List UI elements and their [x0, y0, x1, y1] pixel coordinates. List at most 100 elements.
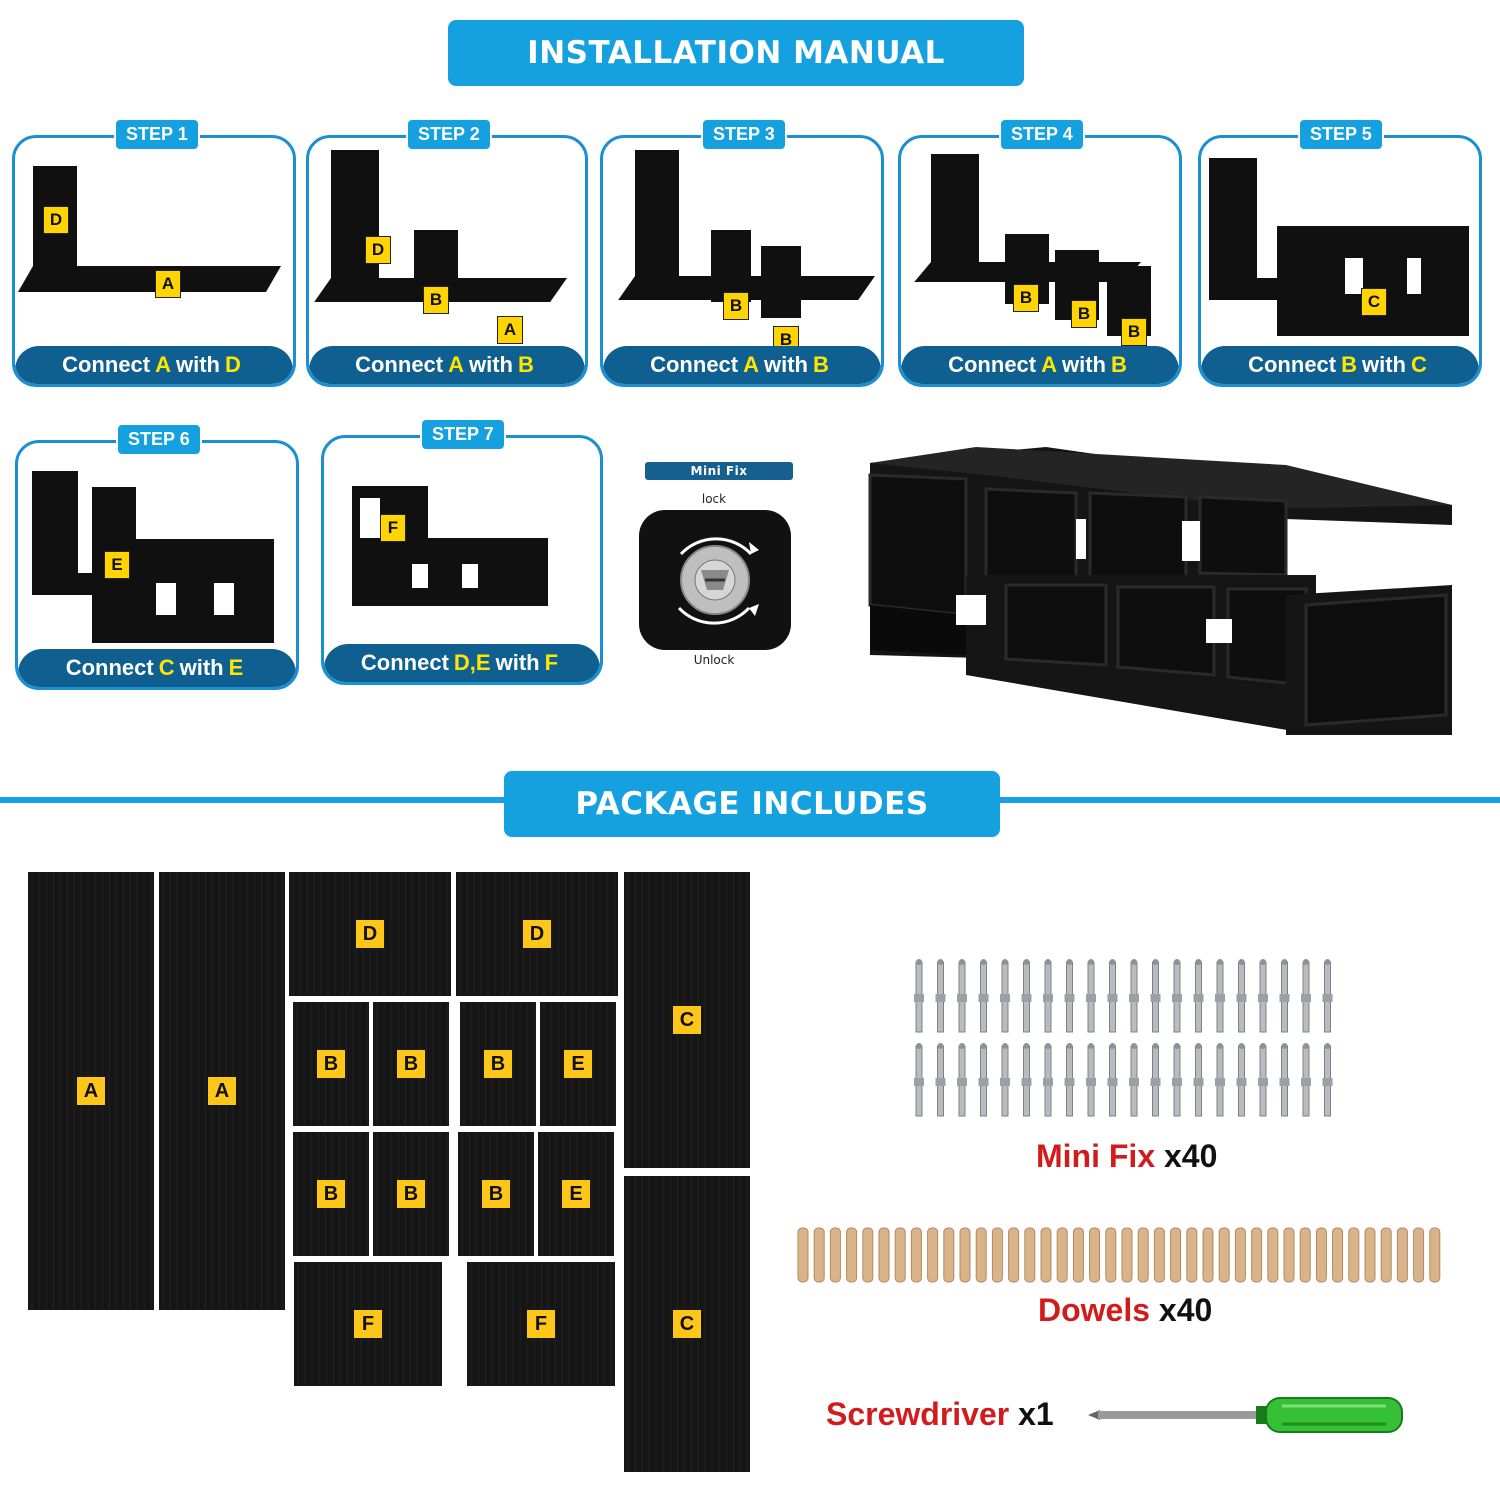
mini-fix-bolt	[1322, 1043, 1333, 1117]
mini-fix-bolt	[1129, 1043, 1139, 1117]
dowel	[1315, 1227, 1327, 1283]
board-b: B	[460, 1002, 536, 1126]
dowel	[1202, 1227, 1214, 1283]
dowel	[1251, 1227, 1263, 1283]
dowel	[927, 1227, 939, 1283]
board-b: B	[293, 1132, 369, 1256]
mini-fix-bolt	[1279, 1043, 1290, 1117]
mini-fix-bolt	[914, 1043, 924, 1117]
mini-fix-bolt	[1043, 1043, 1053, 1117]
step-6-tag: STEP 6	[116, 423, 202, 456]
mini-fix-bolt	[1000, 1043, 1010, 1117]
dowel	[813, 1227, 825, 1283]
dowel	[1121, 1227, 1133, 1283]
dowel	[1413, 1227, 1425, 1283]
assembled-tv-stand-image	[866, 445, 1456, 740]
dowel	[1380, 1227, 1392, 1283]
mini-fix-bolt	[1150, 1043, 1161, 1117]
part-label-d: D	[365, 236, 391, 264]
mini-fix-bolt	[978, 959, 989, 1033]
dowel	[1429, 1227, 1441, 1283]
dowel	[991, 1227, 1003, 1283]
board-e: E	[540, 1002, 616, 1126]
mini-fix-bolt	[1172, 1043, 1182, 1117]
unlock-label: Unlock	[693, 653, 735, 667]
dowel	[1008, 1227, 1020, 1283]
board-a: A	[159, 872, 285, 1310]
mini-fix-bolt	[1064, 959, 1075, 1033]
mini-fix-bolt	[1000, 959, 1010, 1033]
mini-fix-banner: Mini Fix	[645, 462, 793, 480]
board-b: B	[293, 1002, 369, 1126]
dowel	[1348, 1227, 1360, 1283]
board-d: D	[289, 872, 451, 996]
mini-fix-bolt	[1021, 959, 1032, 1033]
package-includes-banner: PACKAGE INCLUDES	[504, 771, 1000, 837]
dowel	[1072, 1227, 1084, 1283]
mini-fix-bolt	[957, 959, 967, 1033]
board-f: F	[294, 1262, 442, 1386]
mini-fix-bolt	[1215, 1043, 1225, 1117]
dowel	[1089, 1227, 1101, 1283]
mini-fix-bolt	[1107, 959, 1118, 1033]
dowel	[1234, 1227, 1246, 1283]
dowel	[1137, 1227, 1149, 1283]
board-c: C	[624, 1176, 750, 1472]
dowel	[1056, 1227, 1068, 1283]
dowel	[1040, 1227, 1052, 1283]
lock-label: lock	[701, 492, 727, 506]
mini-fix-bolt	[1086, 1043, 1096, 1117]
dowel	[1186, 1227, 1198, 1283]
step-2-tag: STEP 2	[406, 118, 492, 151]
board-b: B	[458, 1132, 534, 1256]
dowel	[1153, 1227, 1165, 1283]
step-3-tag: STEP 3	[701, 118, 787, 151]
mini-fix-label: Mini Fix x40	[1036, 1138, 1218, 1174]
mini-fix-bolt	[1172, 959, 1182, 1033]
part-label-b: B	[723, 292, 749, 320]
part-label-b: B	[1013, 284, 1039, 312]
board-f: F	[467, 1262, 615, 1386]
mini-fix-bolt	[1301, 1043, 1311, 1117]
dowel	[878, 1227, 890, 1283]
dowel	[1283, 1227, 1295, 1283]
board-b: B	[373, 1002, 449, 1126]
mini-fix-bolt	[957, 1043, 967, 1117]
board-b: B	[373, 1132, 449, 1256]
dowel	[797, 1227, 809, 1283]
mini-fix-bolt	[1086, 959, 1096, 1033]
dowel	[910, 1227, 922, 1283]
dowel	[1170, 1227, 1182, 1283]
mini-fix-bolt	[978, 1043, 989, 1117]
dowel	[829, 1227, 841, 1283]
part-label-f: F	[380, 514, 406, 542]
part-label-d: D	[43, 206, 69, 234]
step-4-tag: STEP 4	[999, 118, 1085, 151]
dowel	[1299, 1227, 1311, 1283]
screwdriver-icon	[1086, 1392, 1406, 1438]
dowel	[959, 1227, 971, 1283]
mini-fix-bolt	[1322, 959, 1333, 1033]
minifix-icon	[639, 510, 791, 650]
screwdriver-label: Screwdriver x1	[826, 1396, 1054, 1432]
installation-manual-banner: INSTALLATION MANUAL	[448, 20, 1024, 86]
mini-fix-bolt	[1215, 959, 1225, 1033]
dowel	[1332, 1227, 1344, 1283]
part-label-a: A	[155, 270, 181, 298]
part-label-c: C	[1361, 288, 1387, 316]
dowel	[1024, 1227, 1036, 1283]
dowel	[943, 1227, 955, 1283]
part-label-b: B	[1121, 318, 1147, 346]
dowels-hardware-image	[794, 1226, 1450, 1284]
mini-fix-bolt	[1301, 959, 1311, 1033]
dowel	[1396, 1227, 1408, 1283]
board-a: A	[28, 872, 154, 1310]
part-label-a: A	[497, 316, 523, 344]
part-label-e: E	[104, 551, 130, 579]
